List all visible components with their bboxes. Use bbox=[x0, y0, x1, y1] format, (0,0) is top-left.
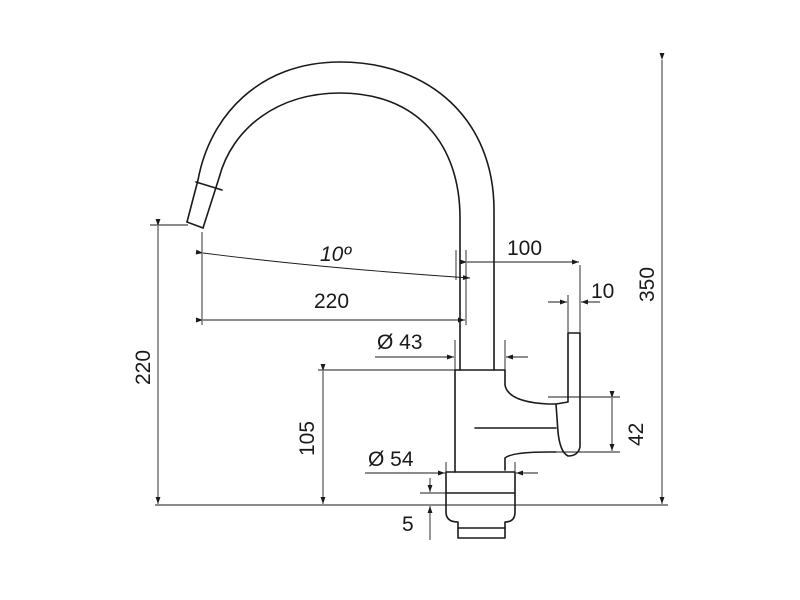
spout-height-label: 220 bbox=[132, 350, 155, 385]
spout-angle-label: 10º bbox=[320, 243, 352, 266]
spout-offset-label: 100 bbox=[507, 237, 542, 260]
dimension-labels: 10º 220 100 10 350 Ø 43 Ø 54 220 105 42 … bbox=[132, 237, 659, 536]
base-diameter-label: Ø 54 bbox=[368, 448, 414, 471]
total-height-label: 350 bbox=[636, 267, 659, 302]
base-thickness-label: 5 bbox=[402, 513, 414, 536]
mounting-shank bbox=[445, 504, 516, 539]
body-diameter-label: Ø 43 bbox=[377, 331, 423, 354]
spout-reach-label: 220 bbox=[314, 290, 349, 313]
lever-height-label: 42 bbox=[625, 423, 648, 446]
lever-thickness-label: 10 bbox=[591, 280, 614, 303]
gooseneck-inner bbox=[202, 92, 461, 371]
base-flange bbox=[445, 471, 516, 506]
spout-tip bbox=[186, 221, 204, 229]
faucet-outline bbox=[186, 61, 581, 539]
gooseneck-outer bbox=[186, 61, 495, 371]
faucet-body bbox=[454, 369, 557, 473]
spout-ring bbox=[195, 181, 223, 191]
dimension-lines bbox=[155, 53, 665, 540]
lever-handle bbox=[555, 332, 581, 457]
body-height-label: 105 bbox=[296, 421, 319, 456]
angle-dim-line bbox=[195, 249, 471, 280]
